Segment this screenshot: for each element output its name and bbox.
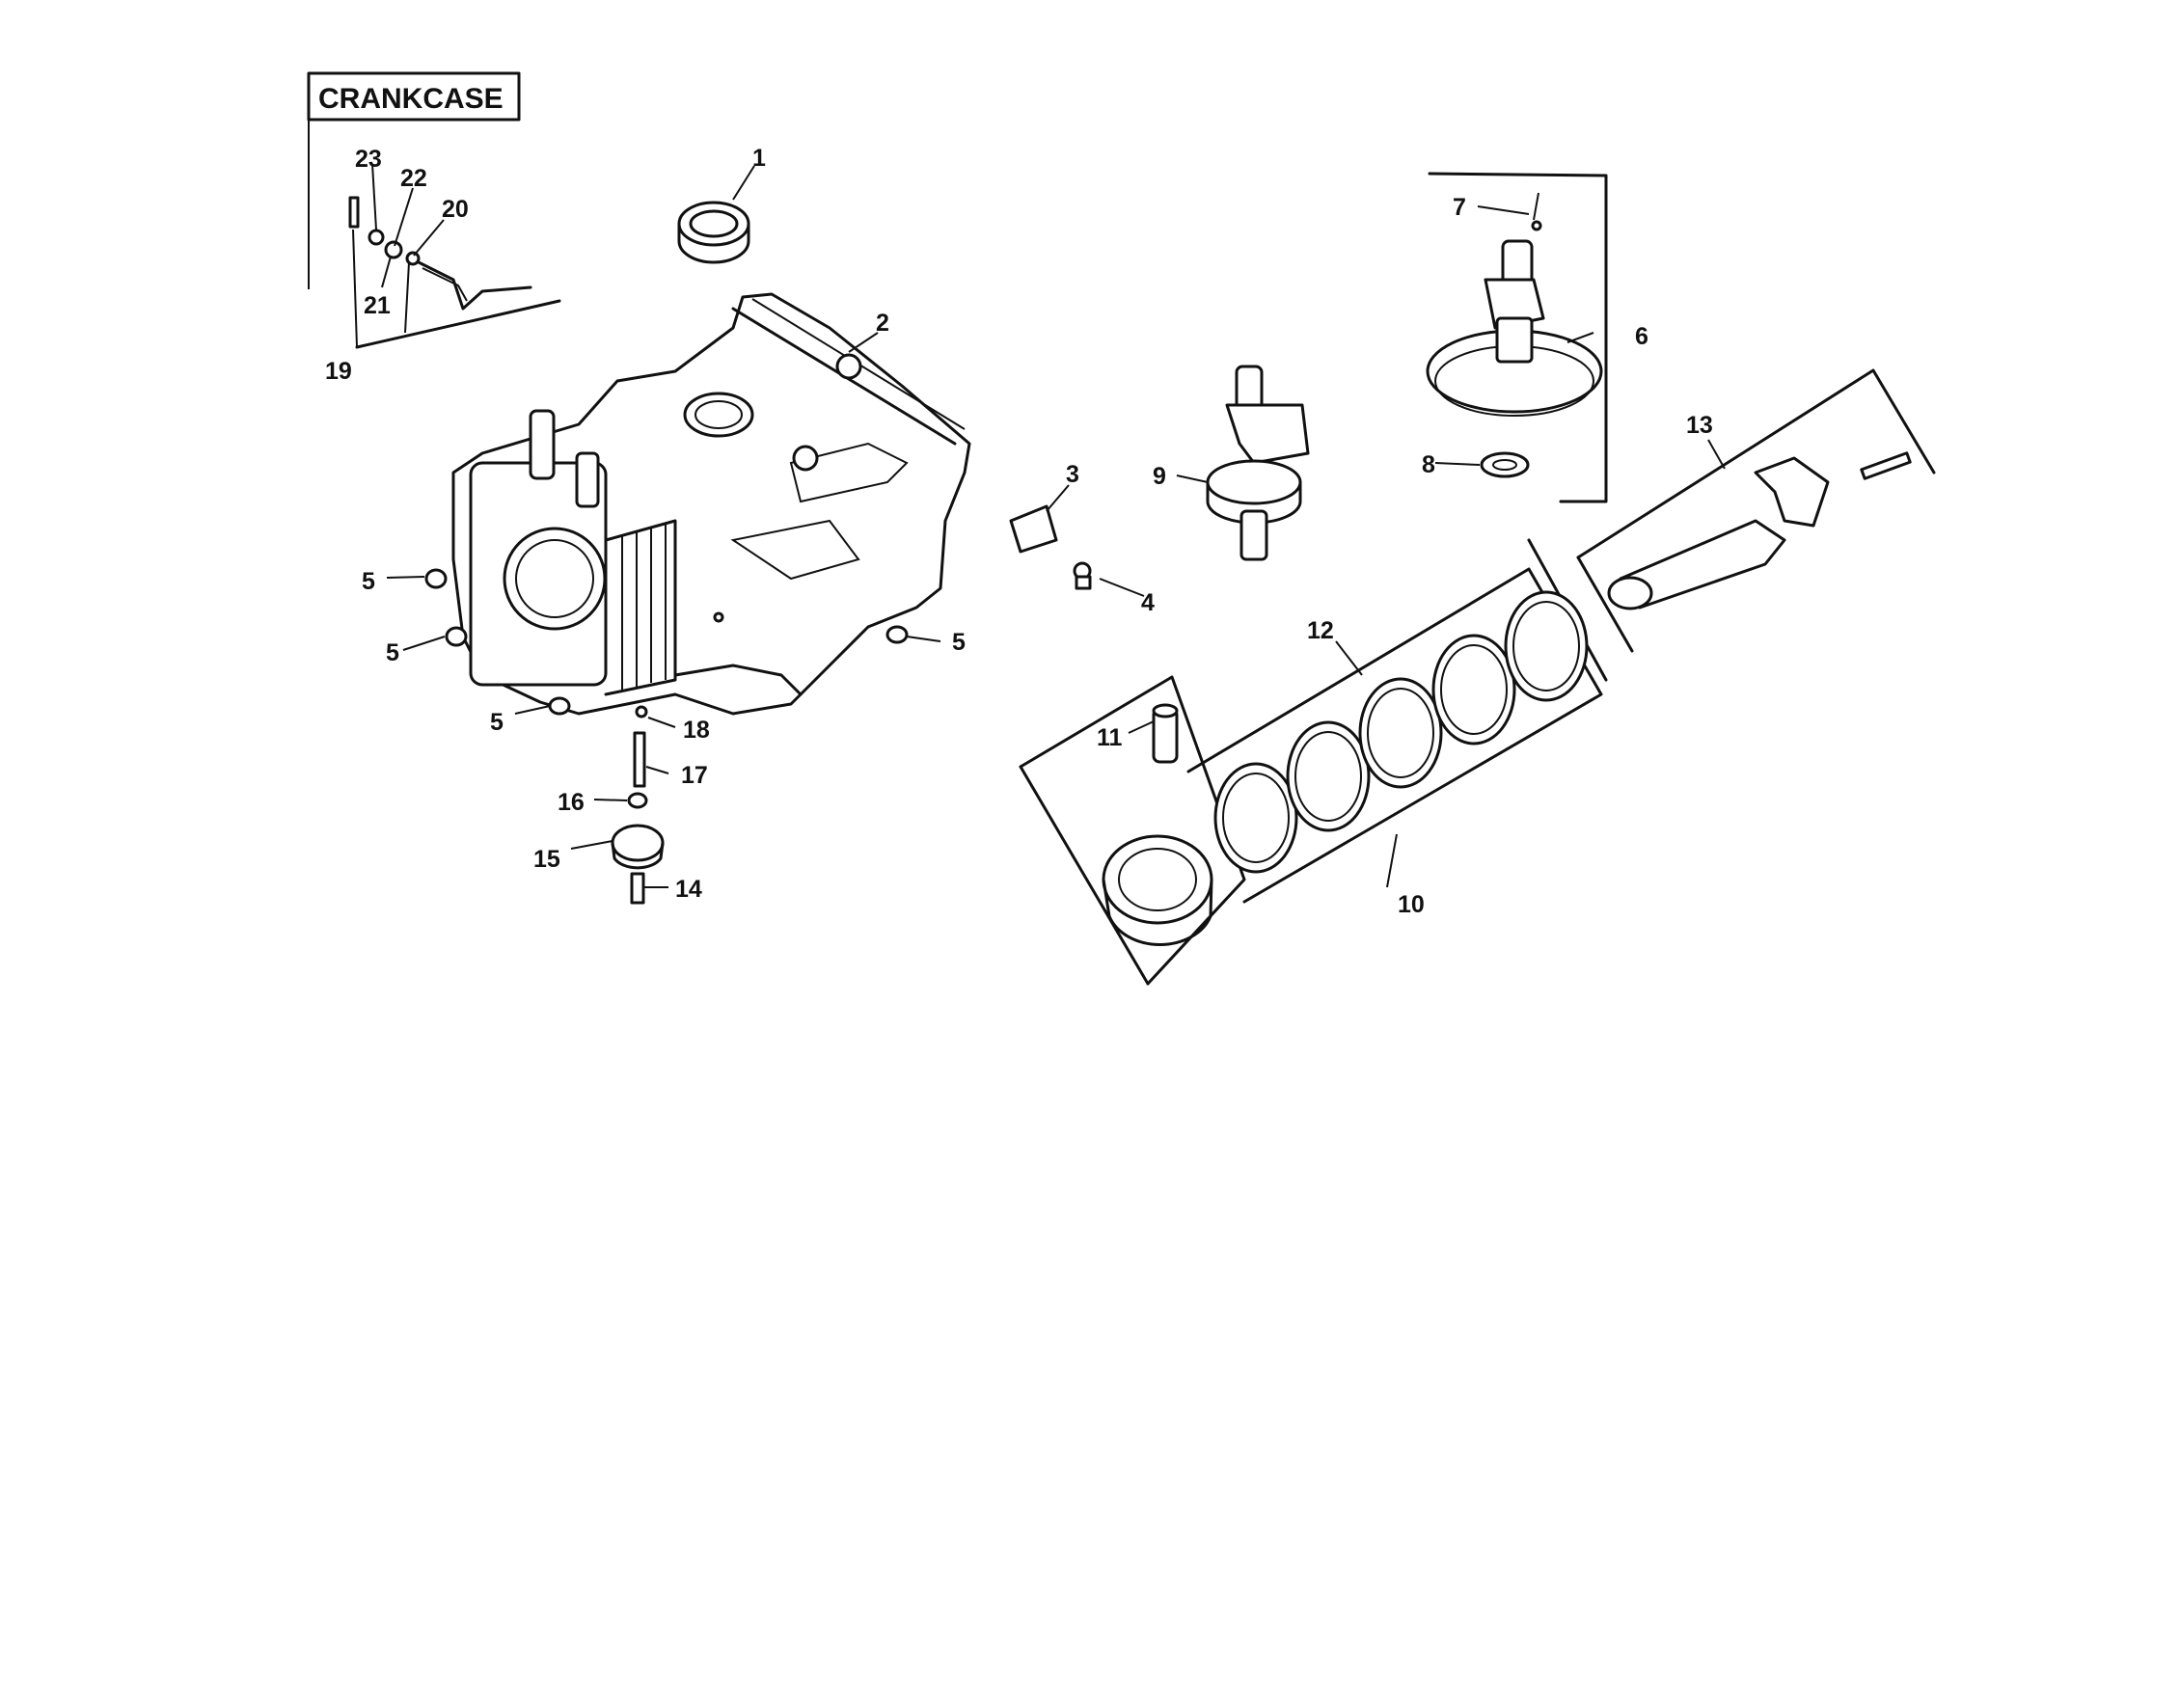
callout-17: 17: [681, 762, 708, 789]
callout-4: 4: [1141, 589, 1155, 616]
callout-7: 7: [1453, 194, 1466, 221]
dipstick-group: [348, 196, 561, 349]
callout-6: 6: [1635, 323, 1648, 350]
callout-20: 20: [442, 196, 469, 223]
callout-10: 10: [1398, 891, 1425, 918]
callout-5d: 5: [952, 629, 966, 656]
connecting-rod-box: [1576, 368, 1936, 653]
callout-16: 16: [558, 789, 585, 816]
callout-5c: 5: [490, 709, 504, 736]
callout-5a: 5: [362, 568, 375, 595]
diagram-title: CRANKCASE: [318, 83, 504, 115]
title-box: CRANKCASE: [307, 71, 521, 289]
callout-15: 15: [533, 846, 560, 873]
callout-23: 23: [355, 146, 382, 173]
piston-rings-box: [1019, 538, 1608, 986]
callout-13: 13: [1686, 412, 1713, 439]
camshaft-box: [1426, 172, 1608, 503]
callout-19: 19: [325, 358, 352, 385]
crankshaft: [1206, 365, 1310, 561]
leader-lines: [371, 163, 1726, 888]
callout-22: 22: [400, 165, 427, 192]
callout-9: 9: [1153, 463, 1166, 490]
callout-18: 18: [683, 717, 710, 744]
spacers: [424, 568, 909, 716]
callout-labels: 1 2 3 4 5 5 5 5 6 7 8 9 10 11 12 13 14 1…: [325, 145, 1713, 918]
crankcase-block: [451, 292, 971, 716]
callout-21: 21: [364, 292, 391, 319]
callout-14: 14: [675, 876, 702, 903]
bracket-and-screw: [1009, 504, 1092, 590]
callout-5b: 5: [386, 639, 399, 666]
governor-group: [611, 705, 665, 905]
callout-3: 3: [1066, 461, 1079, 488]
callout-11: 11: [1097, 724, 1123, 751]
callout-8: 8: [1422, 451, 1435, 478]
callout-1: 1: [752, 145, 766, 172]
callout-12: 12: [1307, 617, 1334, 644]
oil-seal: [677, 201, 750, 264]
callout-2: 2: [876, 310, 889, 337]
